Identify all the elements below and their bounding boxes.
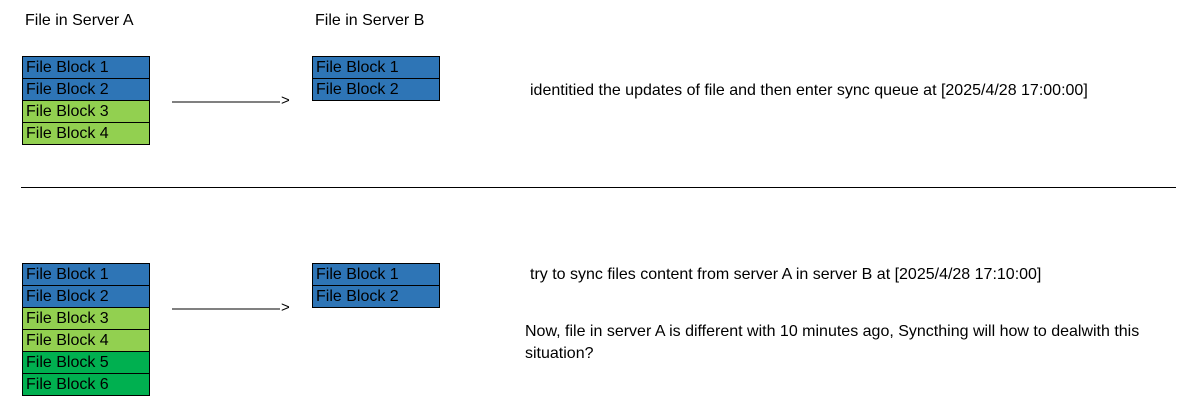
file-block: File Block 2 — [22, 285, 150, 308]
server-b-header: File in Server B — [315, 12, 425, 29]
file-block: File Block 2 — [312, 285, 440, 308]
bottom-sync-arrow: > — [172, 299, 292, 316]
file-block: File Block 1 — [22, 56, 150, 79]
top-sync-arrow: > — [172, 92, 292, 109]
file-block: File Block 4 — [22, 122, 150, 145]
file-block: File Block 1 — [312, 56, 440, 79]
top-sync-note: identitied the updates of file and then … — [530, 82, 1088, 99]
bottom-question: Now, file in server A is different with … — [525, 323, 1140, 362]
arrow-head: > — [281, 92, 290, 109]
file-block: File Block 2 — [22, 78, 150, 101]
section-divider — [21, 187, 1176, 188]
bottom-server-b-blocks: File Block 1 File Block 2 — [312, 263, 440, 308]
file-block: File Block 4 — [22, 329, 150, 352]
arrow-icon — [172, 308, 280, 310]
file-block: File Block 5 — [22, 351, 150, 374]
file-block: File Block 3 — [22, 100, 150, 123]
server-a-header: File in Server A — [25, 12, 134, 29]
file-block: File Block 2 — [312, 78, 440, 101]
file-block: File Block 6 — [22, 373, 150, 396]
bottom-server-a-blocks: File Block 1 File Block 2 File Block 3 F… — [22, 263, 150, 396]
top-server-a-blocks: File Block 1 File Block 2 File Block 3 F… — [22, 56, 150, 145]
file-block: File Block 1 — [22, 263, 150, 286]
file-block: File Block 1 — [312, 263, 440, 286]
bottom-sync-note: try to sync files content from server A … — [530, 266, 1042, 283]
file-block: File Block 3 — [22, 307, 150, 330]
arrow-icon — [172, 101, 280, 103]
arrow-head: > — [281, 299, 290, 316]
top-server-b-blocks: File Block 1 File Block 2 — [312, 56, 440, 101]
